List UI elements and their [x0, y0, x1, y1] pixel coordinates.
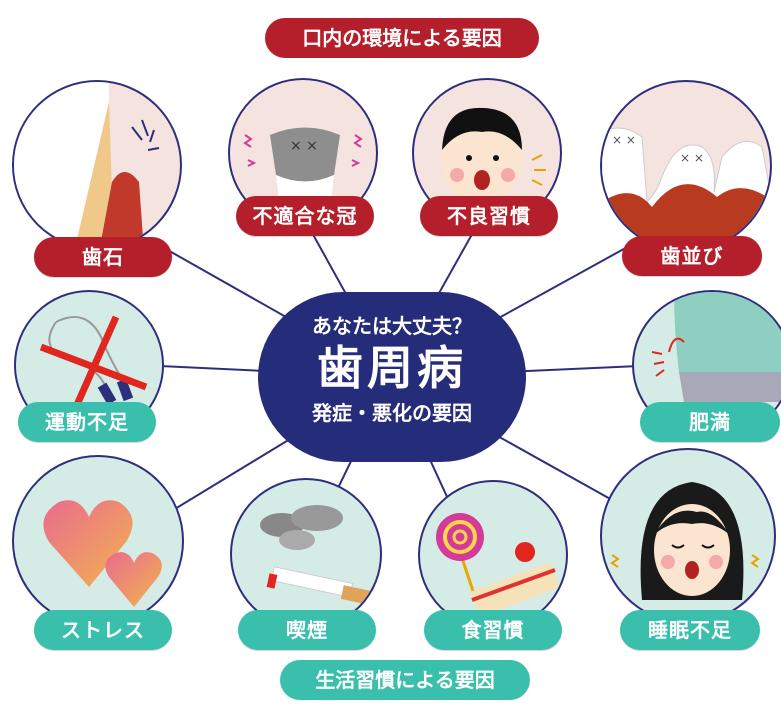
smoking-label: 喫煙 — [238, 610, 376, 650]
sleep-illustration — [600, 448, 776, 624]
sleepy-face-icon — [610, 482, 760, 600]
teeth-alignment-icon: × × × × — [602, 127, 770, 250]
center-question: あなたは大丈夫？ — [312, 314, 472, 338]
broken-heart-icon — [43, 500, 162, 607]
stress-illustration — [12, 455, 184, 627]
child-face-icon — [442, 107, 546, 206]
svg-text:× ×: × × — [680, 151, 704, 165]
lifestyle-heading: 生活習慣による要因 — [280, 660, 530, 700]
smoking-illustration — [230, 478, 382, 630]
periodontal-disease-center: あなたは大丈夫？ 歯周病 発症・悪化の要因 — [258, 292, 526, 462]
belly-icon — [651, 292, 781, 402]
exercise-label: 運動不足 — [18, 402, 156, 442]
svg-text:× ×: × × — [290, 138, 318, 154]
jump-rope-icon — [39, 315, 148, 409]
center-subtitle: 発症・悪化の要因 — [312, 401, 472, 425]
sleep-label: 睡眠不足 — [620, 610, 760, 650]
sweets-icon — [436, 513, 560, 617]
crown-label: 不適合な冠 — [236, 196, 374, 236]
habit-label: 不良習慣 — [420, 196, 558, 236]
tooth-tartar-icon — [14, 82, 160, 248]
cigarette-icon — [260, 505, 372, 605]
stress-label: ストレス — [34, 610, 172, 650]
alignment-label: 歯並び — [622, 236, 762, 276]
center-title: 歯周病 — [317, 341, 467, 395]
diet-label: 食習慣 — [424, 610, 562, 650]
tartar-illustration — [12, 80, 182, 250]
svg-text:× ×: × × — [612, 133, 636, 147]
diet-illustration — [418, 480, 568, 630]
obesity-label: 肥満 — [640, 402, 780, 442]
alignment-illustration: × × × × — [600, 80, 772, 252]
tartar-label: 歯石 — [34, 237, 172, 277]
oral-environment-heading: 口内の環境による要因 — [265, 18, 539, 58]
